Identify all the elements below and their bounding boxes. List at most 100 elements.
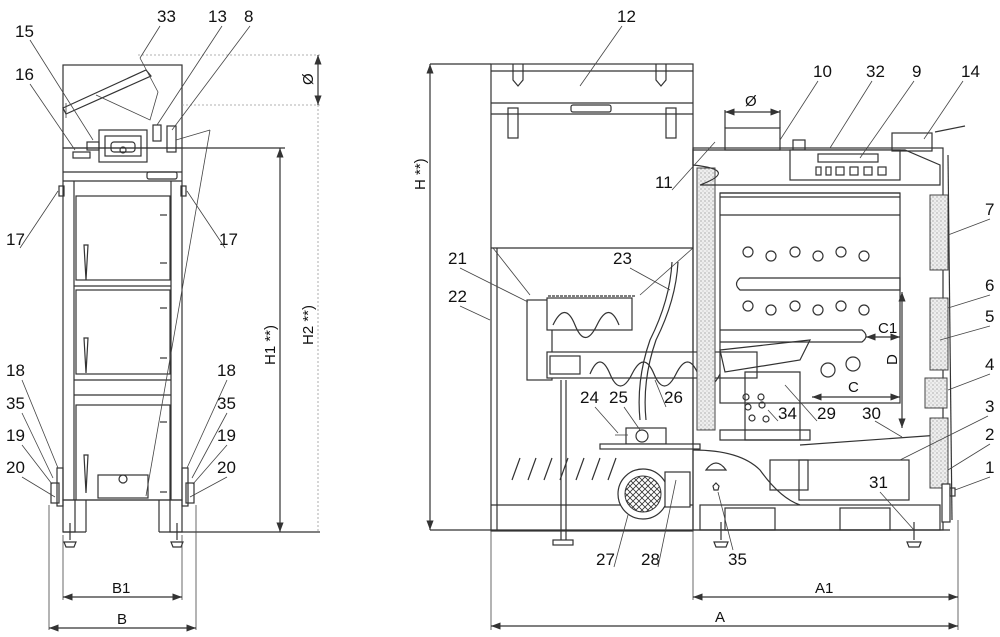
- grate: [719, 429, 811, 441]
- callout-16: 16: [15, 65, 34, 84]
- ash-pan[interactable]: [798, 459, 910, 501]
- callout-17-left: 17: [6, 230, 25, 249]
- hopper-clamp[interactable]: [507, 107, 519, 139]
- callout-18-left: 18: [6, 361, 25, 380]
- callout-2: 2: [985, 425, 994, 444]
- front-callouts: 33 13 8 15 16 17 17 18 35 19 20 18 35: [6, 7, 253, 498]
- door-insulation-2: [929, 417, 949, 489]
- callout-18-right: 18: [217, 361, 236, 380]
- dim-c1: C1: [878, 320, 897, 337]
- dim-diameter-side: Ø: [745, 93, 757, 110]
- return-tube: [638, 261, 673, 421]
- callout-28: 28: [641, 550, 660, 569]
- thermostat-housing: [891, 132, 933, 152]
- callout-20-right: 20: [217, 458, 236, 477]
- insulation-left: [696, 167, 716, 431]
- callout-17-right: 17: [219, 230, 238, 249]
- callout-14: 14: [961, 62, 980, 81]
- door-handle[interactable]: [83, 244, 89, 281]
- dim-h: H **): [412, 158, 429, 190]
- controller-display: [817, 153, 879, 163]
- rating-plate: [72, 151, 91, 159]
- controller-button[interactable]: [863, 166, 873, 176]
- baffle-lower: [720, 329, 867, 343]
- door-insulation-7: [929, 194, 949, 271]
- side-view: H **) Ø C1 D C A1 A 12 10 32 9 14 11: [412, 7, 994, 630]
- dim-h1: H1 **): [262, 325, 279, 365]
- callout-20-left: 20: [6, 458, 25, 477]
- front-door-upper[interactable]: [75, 195, 171, 281]
- baffle-upper: [735, 277, 901, 291]
- callout-31: 31: [869, 473, 888, 492]
- callout-1: 1: [985, 458, 994, 477]
- door-handle[interactable]: [83, 337, 89, 374]
- lid-latch[interactable]: [655, 64, 667, 87]
- callout-11: 11: [655, 173, 673, 192]
- dim-c: C: [848, 379, 859, 396]
- front-door-middle[interactable]: [75, 289, 171, 375]
- base-frame: [699, 504, 941, 531]
- temperature-gauge: [704, 462, 728, 471]
- door-handle[interactable]: [83, 454, 89, 494]
- dim-b1: B1: [112, 580, 130, 597]
- front-boiler-body: [62, 147, 183, 501]
- dim-a: A: [715, 609, 725, 626]
- callout-26: 26: [664, 388, 683, 407]
- front-view: Ø H1 **) H2 **) B1 B 33 13 8 15 16 17 17…: [6, 7, 322, 632]
- adjustable-foot: [713, 522, 729, 548]
- dim-b: B: [117, 611, 127, 628]
- adjustable-foot: [906, 522, 922, 548]
- controller-button[interactable]: [815, 166, 822, 176]
- callout-35-side: 35: [728, 550, 747, 569]
- callout-9: 9: [912, 62, 921, 81]
- callout-27: 27: [596, 550, 615, 569]
- callout-13: 13: [208, 7, 227, 26]
- callout-22: 22: [448, 287, 467, 306]
- callout-25: 25: [609, 388, 628, 407]
- callout-23: 23: [613, 249, 632, 268]
- callout-19-right: 19: [217, 426, 236, 445]
- controller-button[interactable]: [835, 166, 845, 176]
- hatch-marks: [511, 457, 617, 481]
- front-hopper-outline: [62, 64, 183, 149]
- dim-h2: H2 **): [300, 305, 317, 345]
- flue-tubes: [742, 246, 870, 378]
- callout-32: 32: [866, 62, 885, 81]
- dim-diameter-front: Ø: [300, 73, 317, 85]
- callout-7: 7: [985, 200, 994, 219]
- callout-10: 10: [813, 62, 832, 81]
- side-callouts: 12 10 32 9 14 11 7 6 5 4 3 2 1: [448, 7, 994, 569]
- callout-6: 6: [985, 276, 994, 295]
- callout-3: 3: [985, 397, 994, 416]
- ash-door-side[interactable]: [941, 483, 951, 523]
- star-knob[interactable]: [712, 482, 720, 491]
- callout-29: 29: [817, 404, 836, 423]
- callout-33: 33: [157, 7, 176, 26]
- callout-12: 12: [617, 7, 636, 26]
- controller-button[interactable]: [877, 166, 887, 176]
- controller-button[interactable]: [825, 166, 832, 176]
- insulation-4: [924, 377, 948, 409]
- adjustable-foot: [63, 523, 77, 548]
- model-badge: [146, 171, 178, 180]
- callout-8: 8: [244, 7, 253, 26]
- controller-buttons: [815, 166, 887, 176]
- hopper-clamp[interactable]: [665, 107, 677, 139]
- callout-4: 4: [985, 355, 994, 374]
- callout-35-left: 35: [6, 394, 25, 413]
- control-panel: [98, 129, 148, 163]
- flue-outlet: [724, 127, 781, 151]
- callout-34: 34: [778, 404, 797, 423]
- controller-button[interactable]: [849, 166, 859, 176]
- ash-door[interactable]: [97, 474, 149, 499]
- callout-15: 15: [15, 22, 34, 41]
- lid-latch[interactable]: [512, 64, 524, 87]
- upper-auger-screw: [552, 311, 620, 339]
- callout-30: 30: [862, 404, 881, 423]
- front-door-lower[interactable]: [75, 404, 171, 501]
- dim-d: D: [884, 354, 901, 365]
- callout-5: 5: [985, 307, 994, 326]
- callout-19-left: 19: [6, 426, 25, 445]
- top-cover: [692, 149, 941, 186]
